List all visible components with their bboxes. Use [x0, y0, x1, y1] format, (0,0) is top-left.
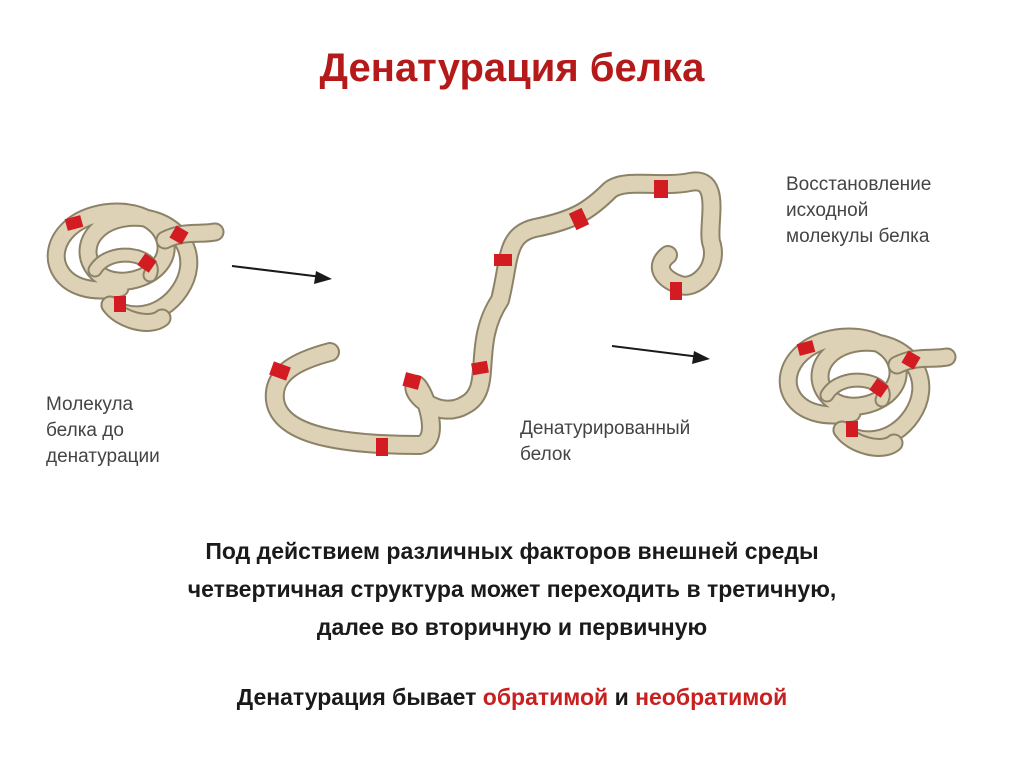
denatured-protein-strand [264, 171, 723, 456]
denaturation-prefix: Денатурация бывает [236, 684, 483, 710]
explanation-text: Под действием различных факторов внешней… [0, 532, 1024, 646]
reversible-word: обратимой [482, 684, 609, 710]
explanation-line-1: Под действием различных факторов внешней… [205, 538, 819, 564]
irreversible-word: необратимой [635, 684, 788, 710]
label-restored-protein: Восстановление исходной молекулы белка [786, 174, 932, 247]
restored-protein-coil [788, 337, 947, 447]
arrow-to-denatured [231, 265, 332, 284]
arrow-to-restored [611, 345, 710, 364]
native-protein-coil [56, 212, 215, 322]
denaturation-types: Денатурация бывает обратимой и необратим… [0, 678, 1024, 716]
explanation-line-3: далее во вторичную и первичную [316, 614, 708, 640]
conjunction: и [608, 684, 636, 710]
label-denatured-protein: Денатурированный белок [520, 418, 691, 465]
explanation-line-2: четвертичная структура может переходить … [187, 576, 837, 602]
label-native-protein: Молекула белка до денатурации [46, 394, 160, 467]
page-title: Денатурация белка [319, 46, 705, 90]
